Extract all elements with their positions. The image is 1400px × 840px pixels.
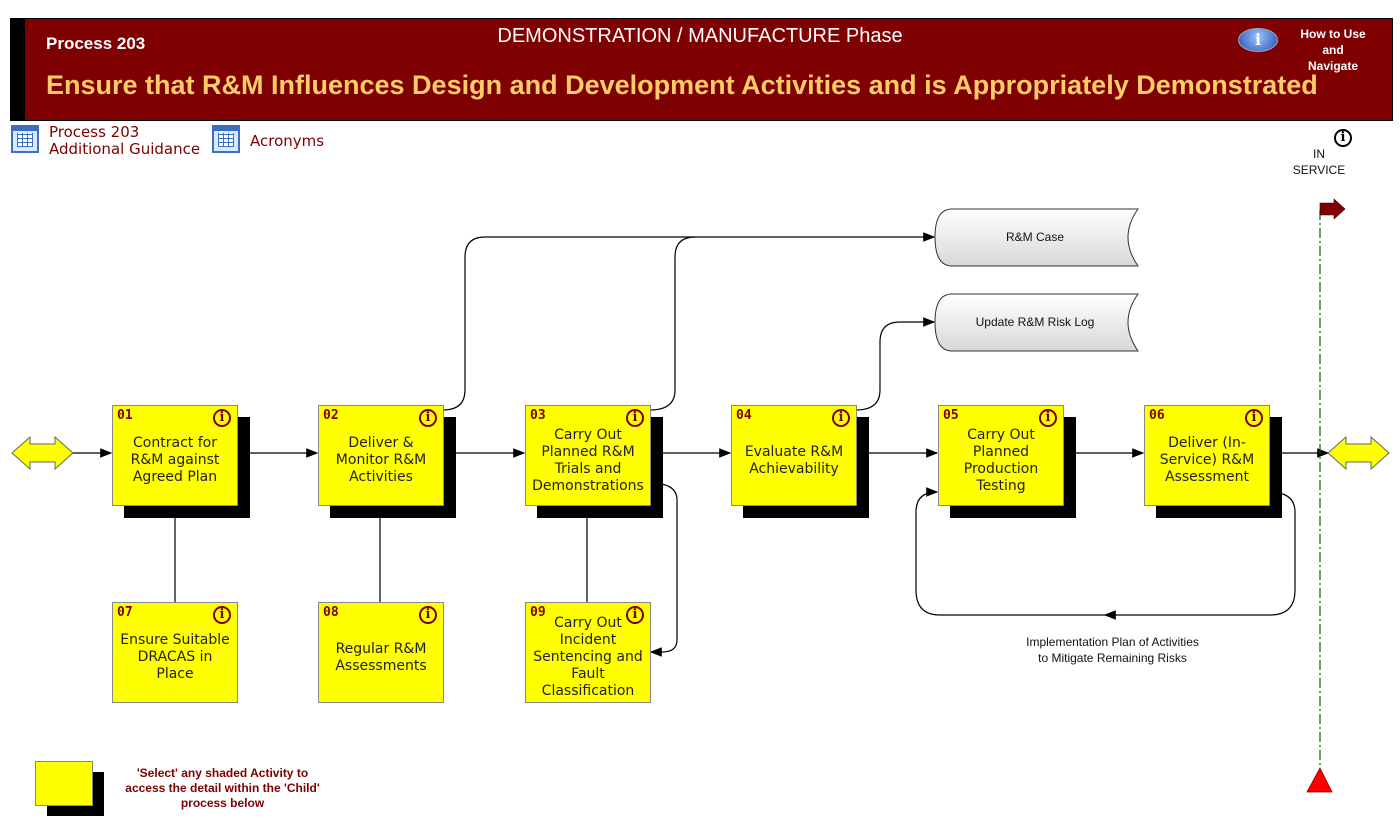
guidance-line1[interactable]: Process 203	[49, 123, 140, 141]
risk-log-label: Update R&M Risk Log	[975, 315, 1095, 329]
flow-arrow	[855, 317, 936, 411]
flow-arrow	[442, 232, 936, 411]
info-icon[interactable]: i	[1245, 409, 1263, 427]
how-to-use-line2[interactable]: and Navigate	[1307, 43, 1359, 73]
info-icon[interactable]: i	[626, 409, 644, 427]
acronyms-link[interactable]: Acronyms	[250, 132, 325, 150]
info-icon[interactable]: i	[213, 606, 231, 624]
activity-label: Evaluate R&M Achievability	[744, 443, 844, 477]
process-number: Process 203	[46, 34, 146, 53]
loop-arrow	[915, 487, 1110, 616]
in-service-info-icon[interactable]: i	[1334, 129, 1352, 147]
flow-arrow	[649, 236, 696, 411]
activity-label: Carry Out Planned Production Testing	[963, 426, 1039, 494]
activity-label: Carry Out Planned R&M Trials and Demonst…	[532, 426, 644, 494]
in-service-flag-icon	[1319, 198, 1346, 220]
info-icon[interactable]: i	[419, 409, 437, 427]
how-to-use-line1[interactable]: How to Use	[1300, 27, 1366, 41]
info-icon[interactable]: i	[626, 606, 644, 624]
legend-text: 'Select' any shaded Activity to access t…	[125, 766, 320, 810]
info-icon[interactable]: i	[832, 409, 850, 427]
activity-number: 07	[117, 605, 133, 620]
how-to-use-link[interactable]: How to Use and Navigate	[1296, 26, 1370, 74]
activity-label: Regular R&M Assessments	[335, 640, 427, 674]
legend-swatch	[35, 761, 93, 806]
activity-number: 04	[736, 408, 752, 423]
in-service-label: IN SERVICE	[1284, 146, 1354, 178]
activity-label: Deliver (In-Service) R&M Assessment	[1159, 435, 1255, 485]
info-icon[interactable]: i	[213, 409, 231, 427]
activity-number: 06	[1149, 408, 1165, 423]
double-arrow-right-icon	[1327, 435, 1390, 471]
loop-label: Implementation Plan of Activities to Miti…	[1000, 634, 1225, 666]
header-left-bar	[10, 18, 26, 121]
phase-title: DEMONSTRATION / MANUFACTURE Phase	[497, 25, 903, 47]
activity-number: 09	[530, 605, 546, 620]
activity-number: 03	[530, 408, 546, 423]
activity-number: 01	[117, 408, 133, 423]
double-arrow-left-icon	[11, 435, 74, 471]
document-rm-case	[934, 208, 1139, 267]
document-risk-log	[934, 293, 1139, 352]
table-icon[interactable]	[11, 125, 39, 153]
loop-label-line2: to Mitigate Remaining Risks	[1038, 651, 1187, 665]
activity-label: Carry Out Incident Sentencing and Fault …	[533, 615, 643, 699]
activity-number: 05	[943, 408, 959, 423]
info-icon[interactable]: i	[419, 606, 437, 624]
activity-number: 08	[323, 605, 339, 620]
loop-arrow	[1103, 491, 1296, 620]
loop-label-line1: Implementation Plan of Activities	[1026, 635, 1199, 649]
info-icon[interactable]: i	[1039, 409, 1057, 427]
page-title: Ensure that R&M Influences Design and De…	[46, 70, 1318, 100]
in-service-line2: SERVICE	[1292, 163, 1346, 177]
activity-label: Ensure Suitable DRACAS in Place	[120, 632, 230, 682]
flow-arrow	[649, 482, 678, 657]
warning-triangle-icon	[1306, 767, 1333, 793]
activity-label: Deliver & Monitor R&M Activities	[335, 435, 427, 485]
activity-number: 02	[323, 408, 339, 423]
rm-case-label: R&M Case	[1005, 230, 1064, 244]
in-service-line1: IN	[1313, 147, 1325, 161]
info-icon[interactable]: i	[1238, 28, 1278, 52]
header-banner	[24, 18, 1393, 121]
table-icon[interactable]	[212, 125, 240, 153]
activity-label: Contract for R&M against Agreed Plan	[130, 435, 220, 485]
guidance-line2[interactable]: Additional Guidance	[49, 140, 201, 158]
